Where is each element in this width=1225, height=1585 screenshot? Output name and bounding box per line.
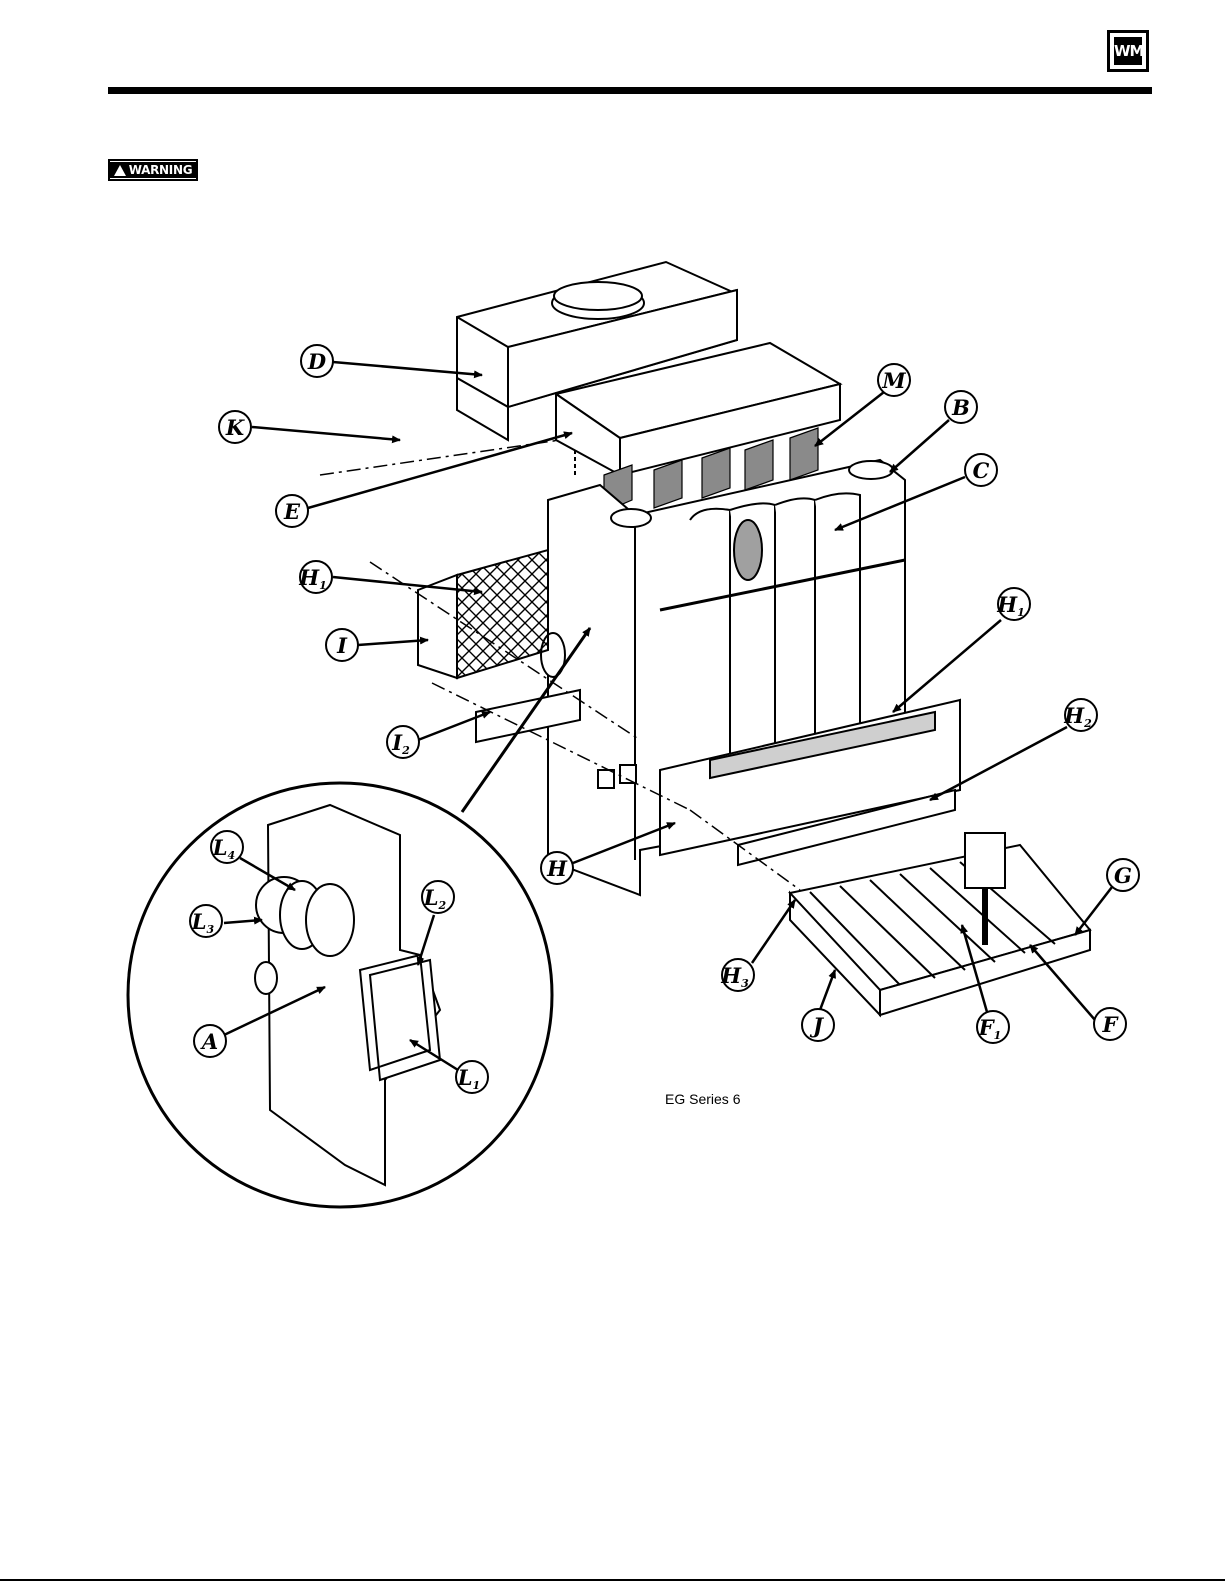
label-F1: F1 xyxy=(977,1011,1009,1043)
label-I: I xyxy=(326,629,358,661)
label-I2: I2 xyxy=(387,726,419,758)
burner-tray xyxy=(790,833,1090,1015)
svg-text:B: B xyxy=(951,395,970,420)
label-H2: H2 xyxy=(1063,699,1097,731)
svg-text:G: G xyxy=(1114,863,1132,888)
label-H: H xyxy=(541,852,573,884)
svg-text:F: F xyxy=(1102,1012,1120,1037)
svg-text:I: I xyxy=(336,633,348,658)
label-M: M xyxy=(878,364,910,396)
label-E: E xyxy=(276,495,308,527)
label-D: D xyxy=(301,345,333,377)
label-L2: L2 xyxy=(422,881,454,913)
svg-text:C: C xyxy=(973,458,990,483)
label-H1-right: H1 xyxy=(996,588,1030,620)
svg-text:H: H xyxy=(546,856,568,881)
svg-text:D: D xyxy=(307,349,327,374)
label-H3: H3 xyxy=(720,959,754,991)
svg-text:K: K xyxy=(225,415,245,440)
label-J: J xyxy=(802,1009,834,1041)
label-L3: L3 xyxy=(190,905,222,937)
label-F: F xyxy=(1094,1008,1126,1040)
label-H1-left: H1 xyxy=(298,561,332,593)
label-G: G xyxy=(1107,859,1139,891)
label-A: A xyxy=(194,1025,226,1057)
label-K: K xyxy=(219,411,251,443)
footer-rule xyxy=(0,1579,1225,1581)
label-L1: L1 xyxy=(456,1061,488,1093)
label-B: B xyxy=(945,391,977,423)
svg-text:M: M xyxy=(881,368,906,393)
svg-text:A: A xyxy=(200,1029,218,1054)
svg-text:E: E xyxy=(283,499,301,524)
label-C: C xyxy=(965,454,997,486)
label-L4: L4 xyxy=(211,831,243,863)
diagram-caption: EG Series 6 xyxy=(665,1091,740,1107)
